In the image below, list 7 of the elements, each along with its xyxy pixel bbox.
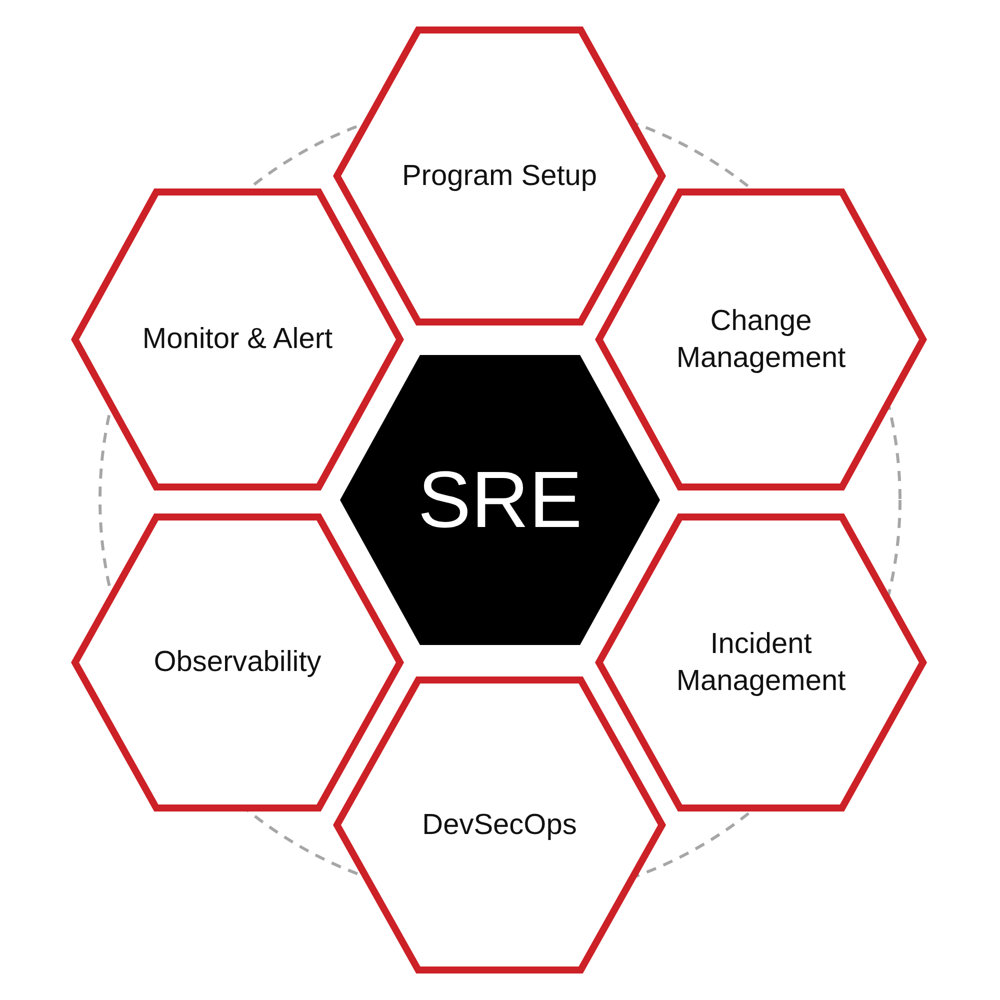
hexagon-label: Program Setup bbox=[402, 158, 598, 194]
hexagon-label: SRE bbox=[418, 454, 582, 546]
hexagon-label: Change Management bbox=[675, 304, 847, 376]
hexagon-label: DevSecOps bbox=[422, 808, 577, 843]
hexagon-label: Observability bbox=[154, 645, 322, 680]
hexagon-label: Incident Management bbox=[675, 627, 847, 698]
hexagon-label: Monitor & Alert bbox=[142, 322, 333, 358]
